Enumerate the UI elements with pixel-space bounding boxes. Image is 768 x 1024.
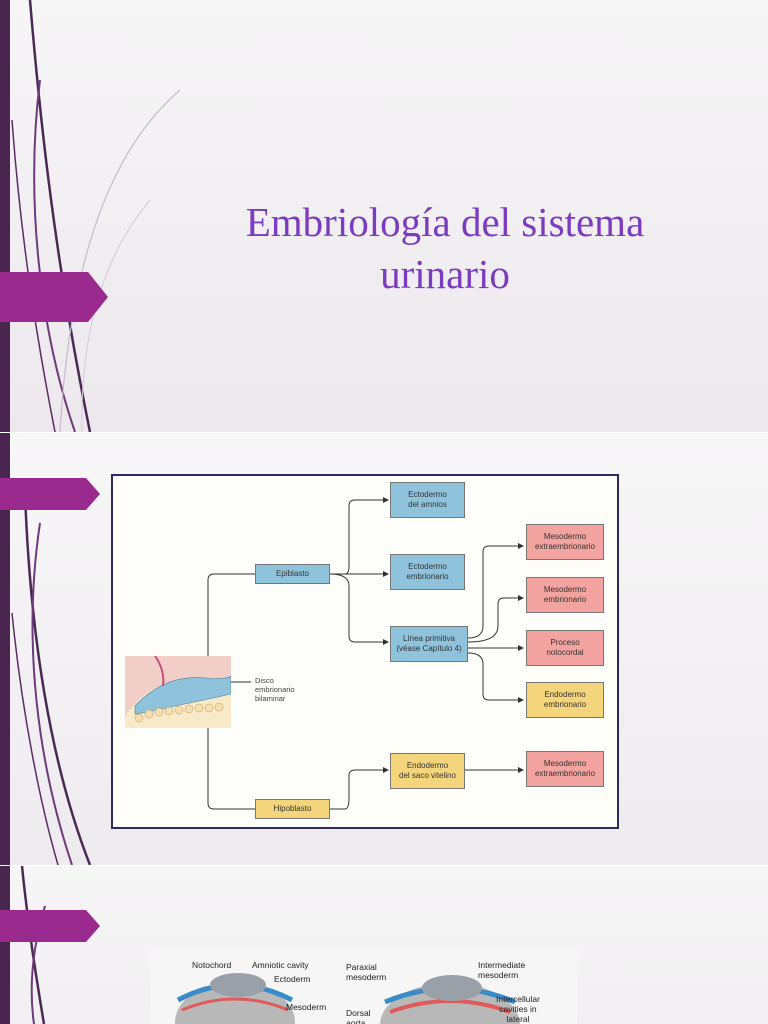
label-ectoderm: Ectoderm [274, 974, 311, 984]
bilaminar-disc-illustration [125, 656, 231, 728]
mesoderm-figure: Notochord Amniotic cavity Ectoderm Mesod… [150, 950, 577, 1024]
pentagon-arrow-icon [0, 272, 108, 322]
label-mesoderm: Mesoderm [286, 1002, 327, 1012]
label-amniotic-cavity: Amniotic cavity [252, 960, 309, 970]
label-notochord: Notochord [192, 960, 232, 970]
embryo-cross-sections [175, 973, 520, 1024]
box-hipoblasto: Hipoblasto [255, 799, 330, 819]
decorative-curves [20, 866, 46, 1024]
label-intermediate-mesoderm: Intermediate mesoderm [478, 960, 526, 980]
box-mesodermo-embrionario: Mesodermo embrionario [526, 577, 604, 613]
pentagon-arrow-icon [0, 478, 100, 510]
box-ectodermo-embrionario: Ectodermo embrionario [390, 554, 465, 590]
label-intercellular-cavities: Intercellular cavities in lateral [496, 994, 540, 1024]
box-endodermo-saco: Endodermo del saco vitelino [390, 753, 465, 789]
slide-title: Embriología del sistema urinario [245, 199, 645, 297]
box-linea-primitiva: Línea primitiva (véase Capítulo 4) [390, 626, 468, 662]
slide-3[interactable]: Notochord Amniotic cavity Ectoderm Mesod… [0, 866, 768, 1024]
box-endodermo-embrionario: Endodermo embrionario [526, 682, 604, 718]
slide-2[interactable]: Disco embrionario bilaminar Epiblasto Hi… [0, 433, 768, 865]
box-mesodermo-extra-2: Mesodermo extraembrionario [526, 751, 604, 787]
disc-label: Disco embrionario bilaminar [255, 676, 295, 703]
label-dorsal-aorta: Dorsal aorta [346, 1008, 371, 1024]
decorative-curves [11, 0, 181, 432]
box-mesodermo-extra-1: Mesodermo extraembrionario [526, 524, 604, 560]
flowchart-connectors [207, 497, 524, 810]
box-ectodermo-amnios: Ectodermo del amnios [390, 482, 465, 518]
slide-edge-bar [0, 0, 10, 432]
pentagon-arrow-icon [0, 910, 100, 942]
embryo-flowchart: Disco embrionario bilaminar Epiblasto Hi… [111, 474, 619, 829]
box-proceso-notocordal: Proceso notocordal [526, 630, 604, 666]
box-epiblasto: Epiblasto [255, 564, 330, 584]
slide-edge-bar [0, 866, 10, 1024]
slide-edge-bar [0, 433, 10, 865]
decorative-curves [11, 492, 92, 865]
label-paraxial-mesoderm: Paraxial mesoderm [346, 962, 387, 982]
slide-1[interactable]: Embriología del sistema urinario [0, 0, 768, 432]
